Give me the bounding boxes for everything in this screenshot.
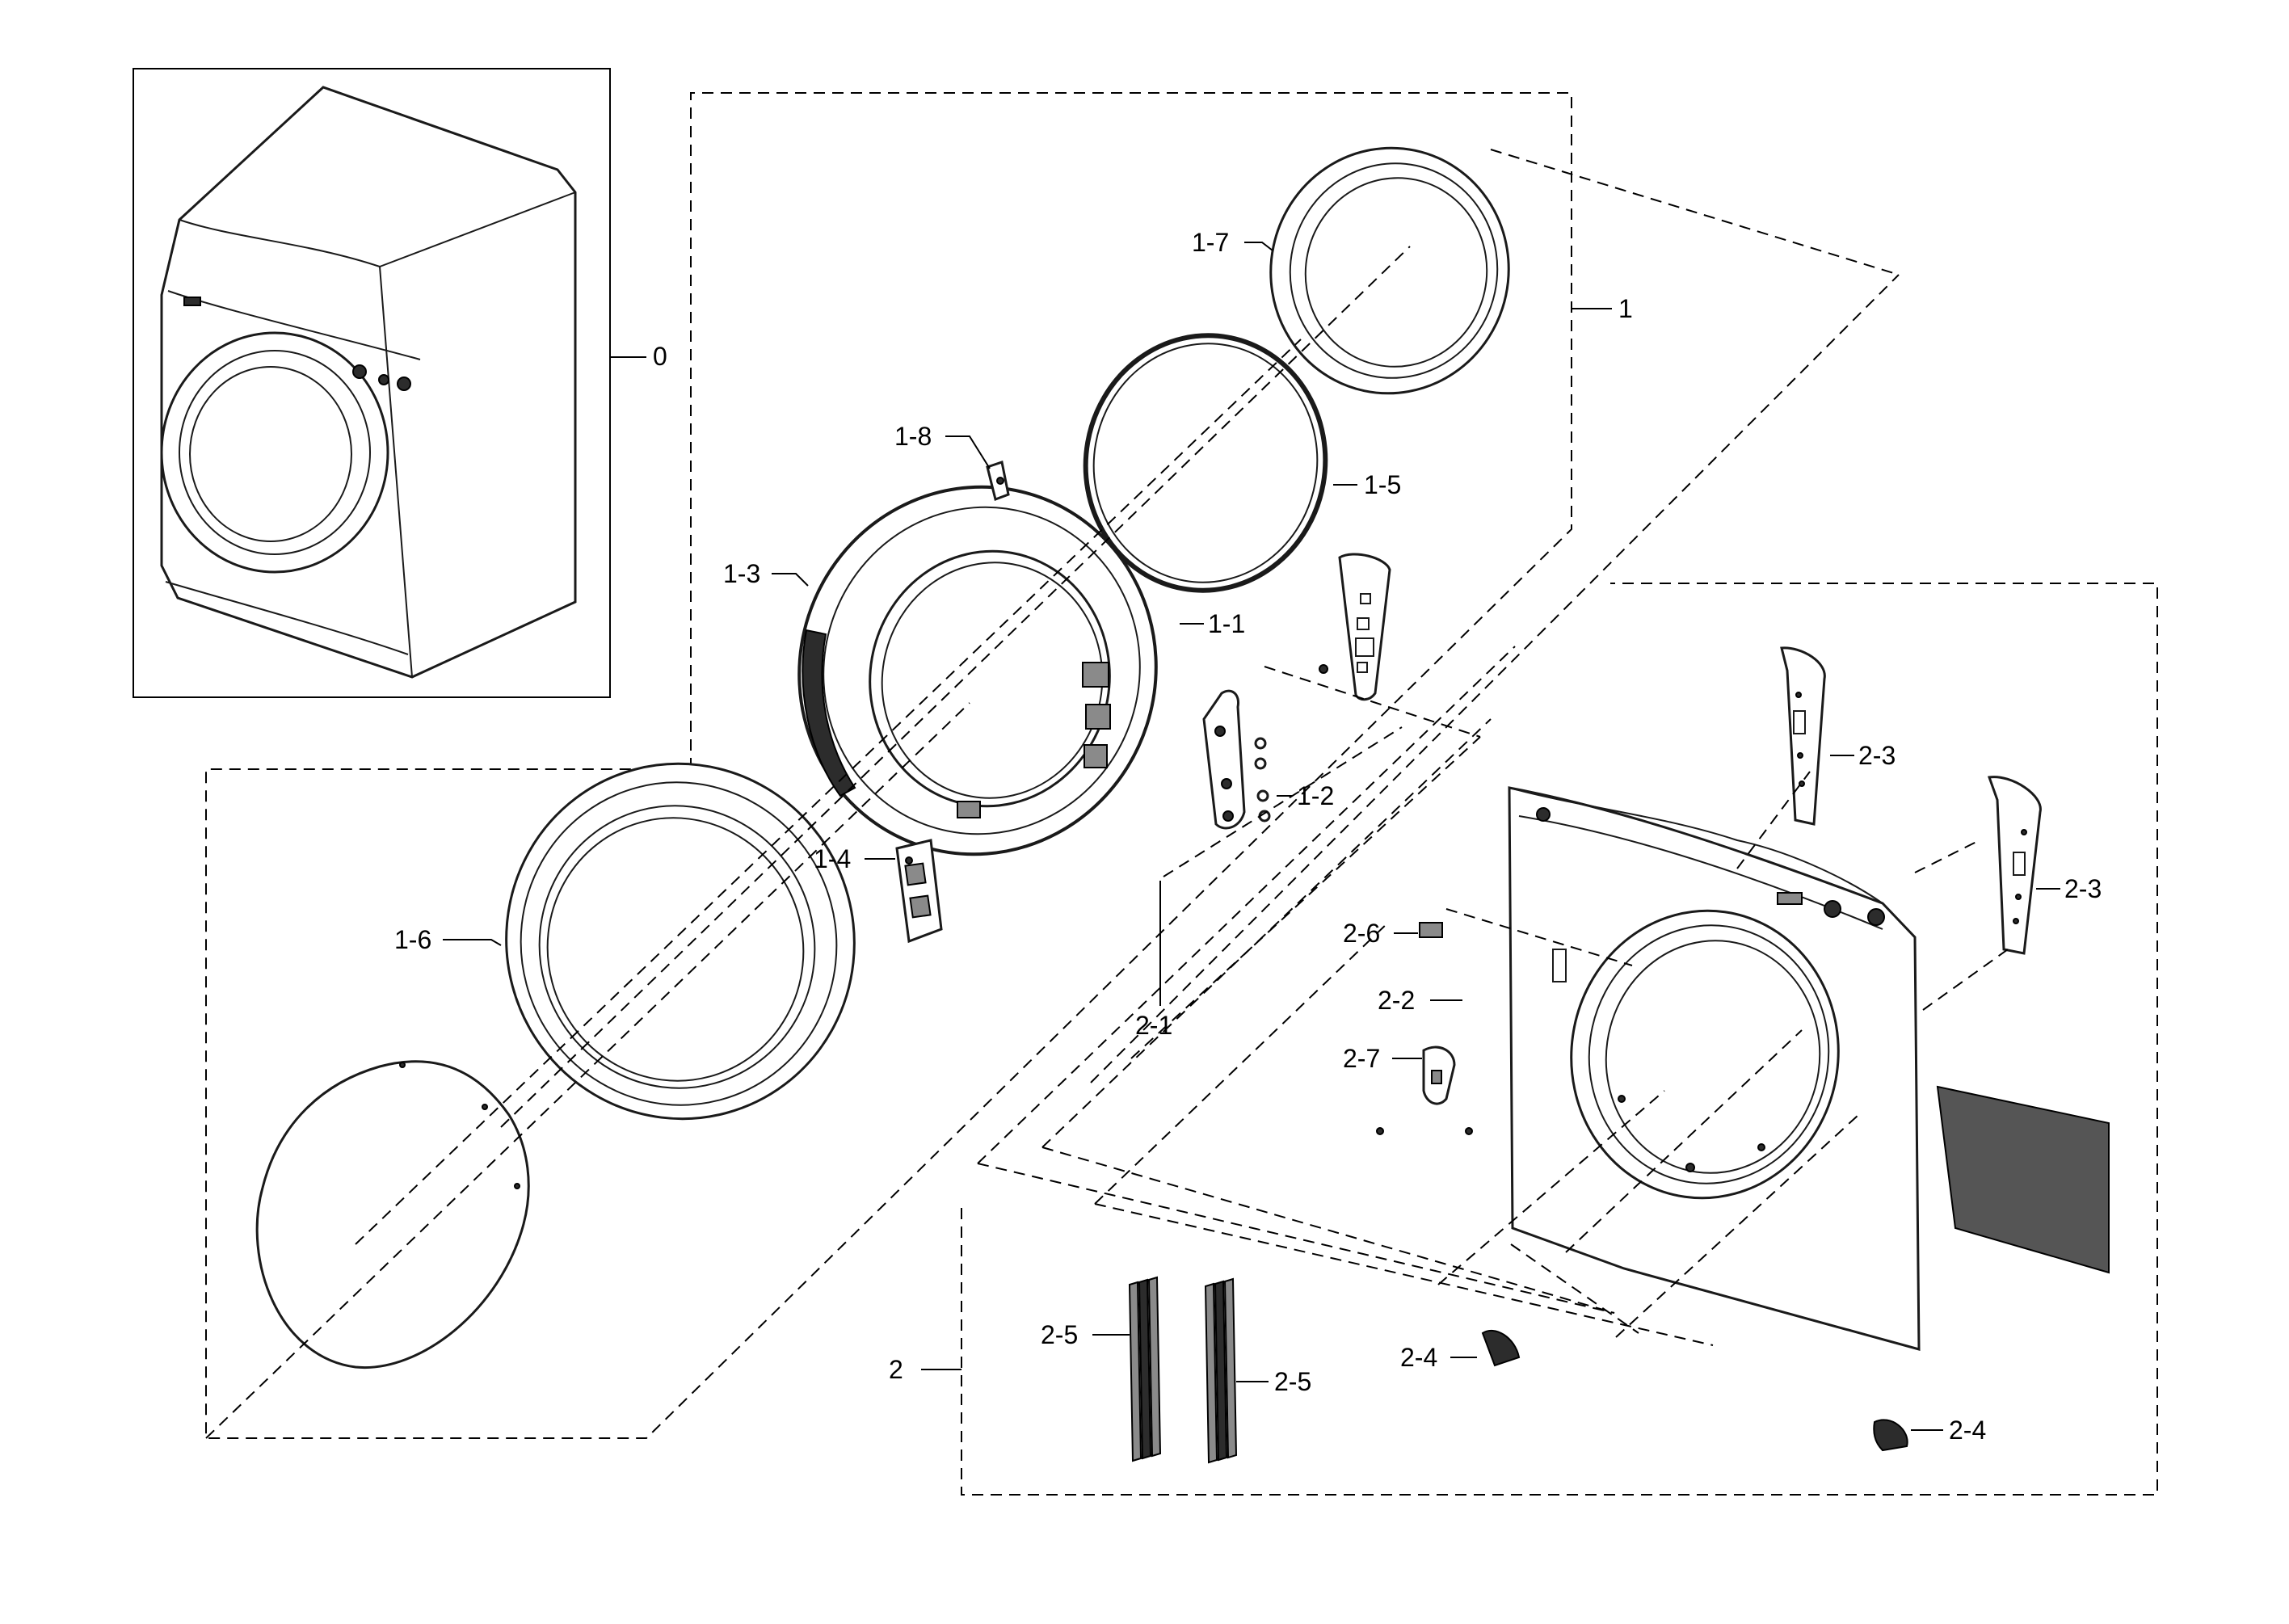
callout-2: 2 <box>889 1355 903 1384</box>
door-glass-part <box>257 1062 528 1368</box>
callout-1-3: 1-3 <box>723 559 760 588</box>
door-hinge-part <box>897 840 941 941</box>
callout-2-5-right: 2-5 <box>1274 1367 1311 1396</box>
spacer-parts <box>1256 738 1269 821</box>
callout-2-6: 2-6 <box>1343 919 1380 948</box>
callout-1-6: 1-6 <box>394 925 431 954</box>
callout-1-4: 1-4 <box>814 844 851 873</box>
switch-part <box>1420 923 1442 937</box>
callout-2-3-lower: 2-3 <box>2064 874 2102 903</box>
dryer-complete-illustration <box>162 87 575 677</box>
foot-part-right <box>1874 1420 1907 1450</box>
callout-1-2: 1-2 <box>1297 781 1334 810</box>
front-panel-part <box>1509 788 1919 1349</box>
callout-2-7: 2-7 <box>1343 1044 1380 1073</box>
callout-1-8: 1-8 <box>894 422 932 451</box>
callout-1-1: 1-1 <box>1208 609 1245 638</box>
strip-part-right <box>1206 1279 1236 1462</box>
mesh-panel-part <box>1938 1087 2109 1273</box>
foot-part-center <box>1483 1331 1519 1365</box>
callout-1-7: 1-7 <box>1192 228 1229 257</box>
callout-2-4-center: 2-4 <box>1400 1343 1437 1372</box>
cover-part <box>1377 1047 1472 1134</box>
callout-1: 1 <box>1618 294 1633 323</box>
hinge-bracket-part <box>1204 691 1244 828</box>
callout-0: 0 <box>653 342 667 371</box>
side-bracket-part-right <box>1989 777 2040 953</box>
callout-2-2: 2-2 <box>1378 986 1415 1015</box>
callout-2-1: 2-1 <box>1135 1011 1172 1040</box>
callout-1-5: 1-5 <box>1364 470 1401 499</box>
callout-2-5-left: 2-5 <box>1041 1320 1078 1349</box>
strip-part-left <box>1130 1277 1160 1461</box>
bracket-plate-part <box>1319 554 1390 700</box>
callout-2-3-upper: 2-3 <box>1858 741 1896 770</box>
callout-2-4-right: 2-4 <box>1949 1416 1986 1445</box>
side-bracket-part-left <box>1782 648 1824 824</box>
